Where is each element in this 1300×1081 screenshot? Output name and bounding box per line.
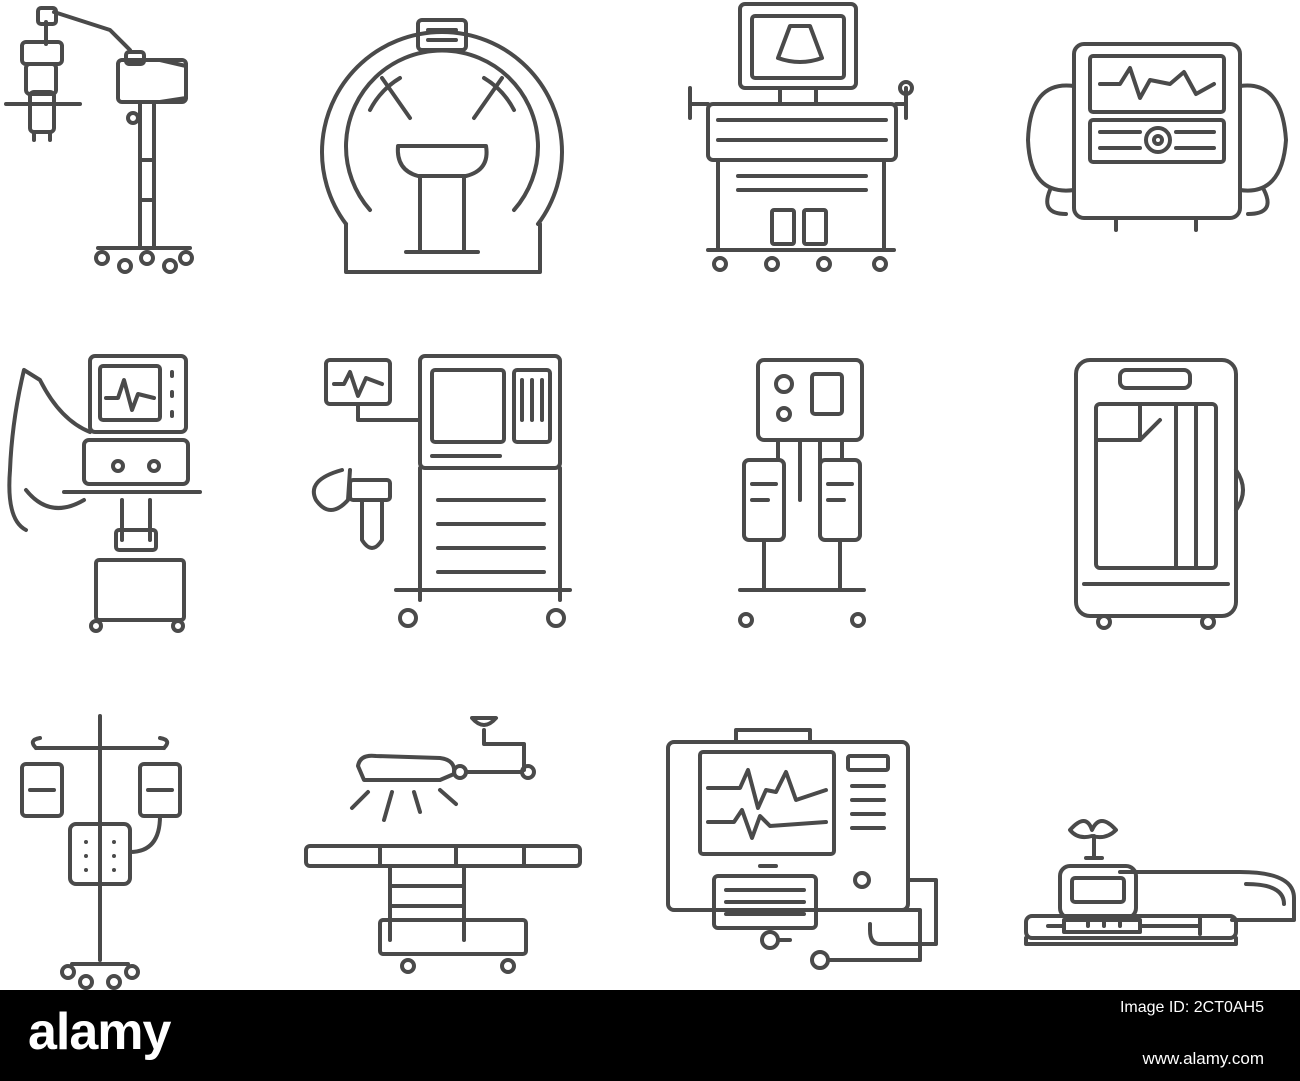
suction-pump-icon — [738, 358, 866, 628]
image-id: Image ID: 2CT0AH5 — [1119, 999, 1264, 1016]
oxygen-concentrator-icon — [1074, 358, 1245, 630]
anesthesia-machine-icon — [311, 354, 572, 628]
ct-scanner-icon — [320, 18, 564, 274]
defibrillator-icon — [1026, 42, 1288, 232]
infusion-stand-icon — [20, 714, 182, 990]
ventilator-icon — [7, 354, 202, 633]
operating-table-lamp-icon — [304, 716, 582, 974]
alamy-logo: alamy — [28, 1003, 171, 1061]
ultrasound-machine-icon — [688, 2, 914, 272]
watermark-bar: alamy Image ID: 2CT0AH5 www.alamy.com — [0, 990, 1300, 1081]
patient-monitor-icon — [666, 728, 938, 970]
icon-grid — [4, 2, 1296, 990]
watermark-url: www.alamy.com — [1142, 1049, 1264, 1068]
surgical-microscope-icon — [4, 6, 194, 274]
syringe-pump-icon — [1024, 819, 1296, 946]
icon-sheet — [4, 2, 1296, 990]
